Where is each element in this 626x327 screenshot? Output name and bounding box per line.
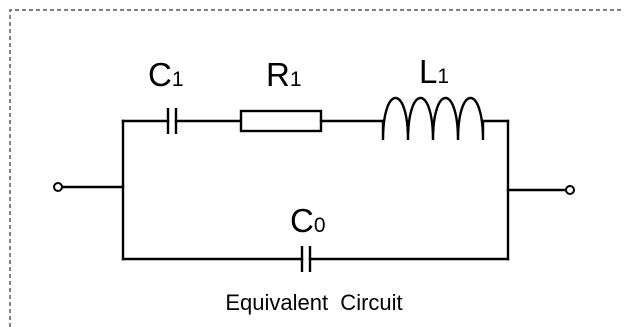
label-c0: C0 bbox=[290, 202, 326, 239]
dashed-border bbox=[9, 9, 624, 327]
label-r1: R1 bbox=[266, 56, 302, 93]
left-terminal bbox=[53, 182, 63, 192]
label-l1: L1 bbox=[419, 53, 449, 90]
inductor-l1 bbox=[381, 96, 485, 141]
diagram-caption: Equivalent Circuit bbox=[225, 290, 402, 315]
label-c1: C1 bbox=[148, 56, 184, 93]
right-terminal bbox=[565, 185, 575, 195]
resistor-r1 bbox=[239, 109, 323, 133]
